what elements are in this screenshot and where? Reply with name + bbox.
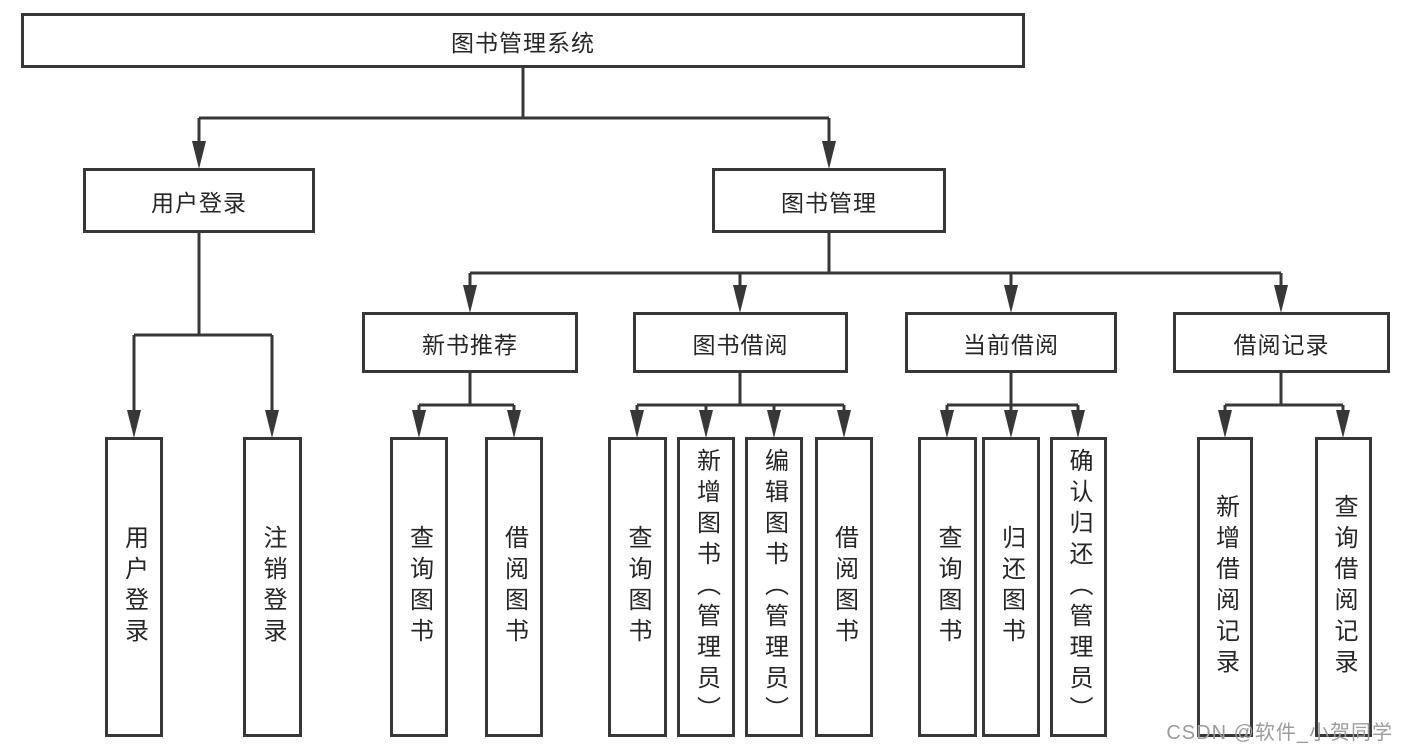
- node-user-login: 用户登录: [83, 168, 315, 233]
- node-label: 用户登录: [151, 189, 247, 216]
- node-label: 新书推荐: [422, 331, 518, 358]
- node-library-management-system: 图书管理系统: [21, 13, 1025, 68]
- arrowhead-icon: [1071, 410, 1085, 438]
- arrowhead-icon: [1004, 410, 1018, 438]
- arrowhead-icon: [463, 285, 477, 313]
- leaf-query-book-recommend: 查询图书: [390, 437, 448, 737]
- node-label: 查询图书: [624, 525, 651, 649]
- arrowhead-icon: [412, 410, 426, 438]
- connector-user-login-children: [132, 233, 274, 410]
- leaf-add-borrow-record: 新增借阅记录: [1197, 437, 1253, 737]
- arrowhead-icon: [192, 141, 206, 169]
- node-label: 用户登录: [120, 525, 148, 649]
- leaf-query-borrow-record: 查询借阅记录: [1315, 437, 1372, 737]
- connector-book-borrow-children: [635, 373, 846, 410]
- leaf-user-login: 用户登录: [105, 437, 163, 737]
- arrowhead-icon: [940, 410, 954, 438]
- node-new-book-recommend: 新书推荐: [362, 312, 578, 373]
- arrowhead-icon: [1336, 410, 1350, 438]
- leaf-logout-login: 注销登录: [243, 437, 302, 737]
- arrowhead-icon: [1274, 285, 1288, 313]
- node-borrow-records: 借阅记录: [1173, 312, 1390, 373]
- connector-book-management-children: [468, 233, 1283, 285]
- arrowhead-icon: [837, 410, 851, 438]
- arrowhead-icon: [699, 410, 713, 438]
- arrowhead-icon: [1004, 285, 1018, 313]
- node-label: 借阅图书: [830, 525, 858, 649]
- connector-current-borrow-children: [945, 373, 1080, 410]
- node-label: 归还图书: [997, 525, 1025, 649]
- node-label: 图书借阅: [692, 331, 789, 358]
- csdn-watermark: CSDN @软件_小贺同学: [1166, 722, 1393, 744]
- leaf-confirm-return-admin: 确认归还（管理员）: [1050, 437, 1107, 737]
- node-label: 查询图书: [934, 525, 961, 649]
- node-label: 图书管理: [781, 189, 877, 216]
- node-label: 编辑图书（管理员）: [760, 447, 788, 727]
- node-label: 当前借阅: [963, 331, 1059, 358]
- leaf-edit-book-admin: 编辑图书（管理员）: [745, 437, 803, 737]
- node-label: 注销登录: [259, 525, 286, 649]
- arrowhead-icon: [822, 141, 836, 169]
- arrowhead-icon: [127, 410, 141, 438]
- node-current-borrow: 当前借阅: [905, 312, 1117, 373]
- node-label: 确认归还（管理员）: [1065, 447, 1092, 727]
- leaf-query-book-current: 查询图书: [918, 437, 977, 737]
- leaf-return-book: 归还图书: [982, 437, 1040, 737]
- arrowhead-icon: [265, 410, 279, 438]
- arrowhead-icon: [767, 410, 781, 438]
- node-label: 新增图书（管理员）: [692, 447, 720, 727]
- connector-new-book-children: [417, 373, 516, 410]
- leaf-query-book-borrow: 查询图书: [608, 437, 667, 737]
- node-label: 查询图书: [405, 525, 433, 649]
- leaf-borrow-book: 借阅图书: [815, 437, 873, 737]
- arrowhead-icon: [733, 285, 747, 313]
- arrowhead-icon: [630, 410, 644, 438]
- node-book-borrow: 图书借阅: [633, 312, 848, 373]
- leaf-add-book-admin: 新增图书（管理员）: [677, 437, 735, 737]
- node-label: 新增借阅记录: [1211, 494, 1239, 680]
- node-label: 借阅记录: [1233, 331, 1330, 358]
- leaf-borrow-book-recommend: 借阅图书: [485, 437, 543, 737]
- connector-root-to-level2: [197, 68, 831, 141]
- node-label: 查询借阅记录: [1330, 494, 1357, 680]
- connector-borrow-records-children: [1223, 373, 1345, 410]
- node-book-management: 图书管理: [712, 168, 946, 233]
- node-label: 图书管理系统: [451, 29, 595, 56]
- arrowhead-icon: [507, 410, 521, 438]
- node-label: 借阅图书: [500, 525, 528, 649]
- arrowhead-icon: [1218, 410, 1232, 438]
